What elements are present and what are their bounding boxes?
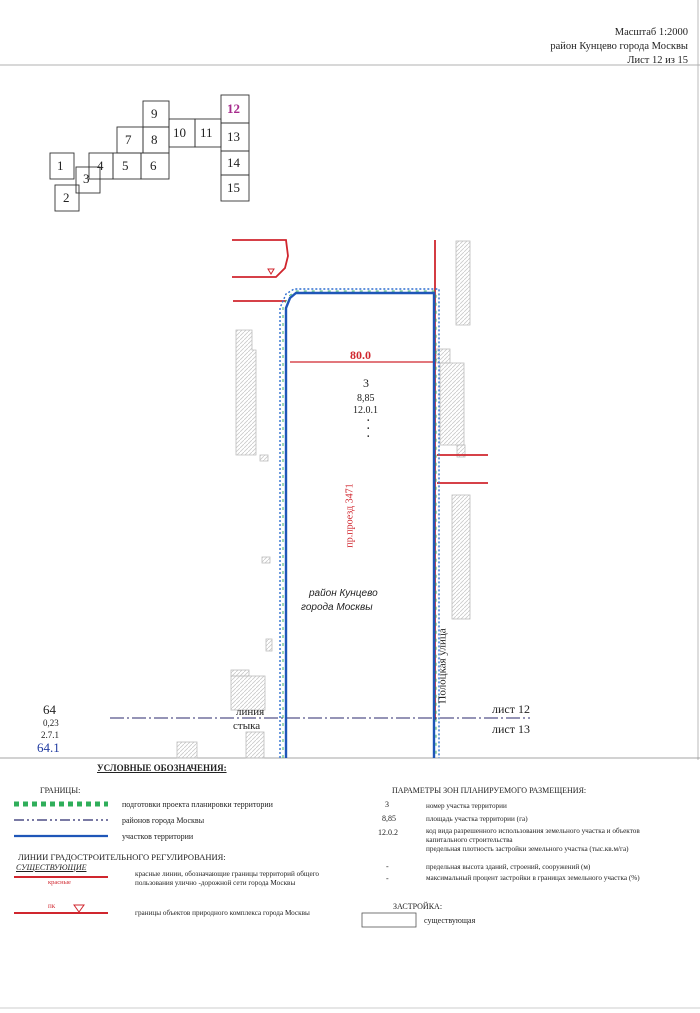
legend-buildings-title: ЗАСТРОЙКА: [393, 902, 443, 911]
district-title: район Кунцево города Москвы [550, 41, 688, 52]
legend-nature-desc: границы объектов природного комплекса го… [135, 909, 310, 917]
index-tile-10[interactable]: 10 [173, 125, 186, 140]
param-key-area: 8,85 [382, 814, 396, 823]
width-dimension-label: 80.0 [350, 348, 371, 362]
legend-border-district: районов города Москвы [122, 816, 205, 825]
param-desc-area: площадь участка территории (га) [426, 815, 528, 823]
index-tile-11[interactable]: 11 [200, 125, 213, 140]
legend-border-plots: участков территории [122, 832, 194, 841]
index-tile-12-current[interactable]: 12 [227, 101, 240, 116]
index-tile-1[interactable]: 1 [57, 158, 64, 173]
index-tile-3[interactable]: 3 [83, 171, 90, 186]
join-line-label-2: стыка [233, 720, 261, 732]
sheet-number: Лист 12 из 15 [627, 55, 688, 66]
param-key-code: 12.0.2 [378, 828, 398, 837]
sheet-index-map [49, 94, 250, 212]
param-desc-height: предельная высота зданий, строений, соор… [426, 863, 591, 871]
index-tile-15[interactable]: 15 [227, 180, 240, 195]
param-key-height: - [386, 862, 389, 871]
param-desc-code: код вида разрешенного использования земе… [426, 827, 640, 844]
plot-dots: . . . [367, 413, 370, 440]
plot-number: 3 [363, 376, 369, 390]
legend-params-title: ПАРАМЕТРЫ ЗОН ПЛАНИРУЕМОГО РАЗМЕЩЕНИЯ: [392, 786, 587, 795]
legend-red-tag: красные [48, 879, 71, 886]
legend-regulation-title: ЛИНИИ ГРАДОСТРОИТЕЛЬНОГО РЕГУЛИРОВАНИЯ: [18, 852, 226, 862]
index-tile-13[interactable]: 13 [227, 129, 240, 144]
scale-label: Масштаб 1:2000 [614, 27, 688, 38]
plot-area: 8,85 [357, 393, 375, 404]
district-map-label-2: города Москвы [301, 602, 373, 613]
existing-buildings [176, 240, 471, 759]
legend-nature-tag: пк [48, 902, 56, 910]
index-tile-6[interactable]: 6 [150, 158, 157, 173]
plot-use-code: 12.0.1 [353, 405, 378, 416]
index-tile-9[interactable]: 9 [151, 106, 158, 121]
index-tile-5[interactable]: 5 [122, 158, 129, 173]
legend-symbols [14, 801, 417, 928]
street-polotskaya-label: Полоцкая улица [436, 628, 449, 704]
sheet-below-label: лист 13 [492, 722, 530, 736]
param-desc-number: номер участка территории [426, 802, 507, 810]
neighbor-plot-code: 2.7.1 [41, 730, 59, 740]
index-tile-8[interactable]: 8 [151, 132, 158, 147]
index-tile-7[interactable]: 7 [125, 132, 132, 147]
param-key-number: 3 [385, 800, 389, 809]
neighbor-plot-area: 0,23 [43, 718, 59, 728]
plot-boundary [279, 288, 440, 758]
param-desc-density: предельная плотность застройки земельног… [426, 845, 629, 853]
index-tile-14[interactable]: 14 [227, 155, 240, 170]
legend-border-project: подготовки проекта планировки территории [122, 800, 273, 809]
param-desc-percent: максимальный процент застройки в граница… [426, 874, 640, 882]
street-passage-label: пр.проезд 3471 [344, 483, 356, 548]
join-line-label-1: линия [236, 706, 265, 718]
legend-borders-title: ГРАНИЦЫ: [40, 786, 81, 795]
district-map-label-1: район Кунцево [309, 588, 378, 599]
legend-red-desc: красные линии, обозначающие границы терр… [135, 870, 319, 887]
legend-title: УСЛОВНЫЕ ОБОЗНАЧЕНИЯ: [97, 763, 227, 773]
neighbor-plot-index: 64.1 [37, 740, 60, 755]
index-tile-2[interactable]: 2 [63, 190, 70, 205]
sheet-above-label: лист 12 [492, 702, 530, 716]
legend-buildings-existing: существующая [424, 916, 476, 925]
legend-regulation-existing: СУЩЕСТВУЮЩИЕ [16, 863, 87, 872]
index-tile-4[interactable]: 4 [97, 158, 104, 173]
neighbor-plot-number: 64 [43, 702, 56, 717]
param-key-percent: - [386, 874, 389, 883]
